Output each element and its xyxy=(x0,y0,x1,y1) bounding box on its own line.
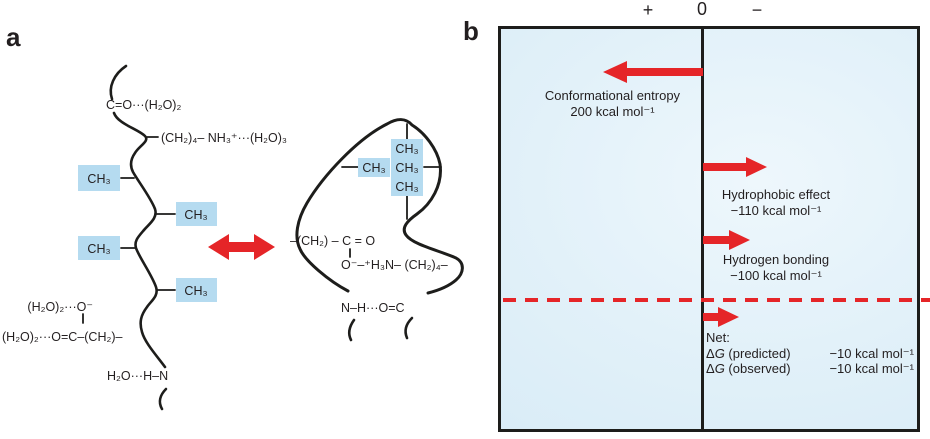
hydrophobic-entry: Hydrophobic effect −110 kcal mol⁻¹ xyxy=(703,187,849,219)
net-observed-value: −10 kcal mol⁻¹ xyxy=(829,361,914,376)
axis-minus-label: − xyxy=(751,0,763,20)
panel-a-label: a xyxy=(6,22,21,52)
methyl-highlight xyxy=(78,236,120,260)
net-entry: Net: ΔG (predicted) −10 kcal mol⁻¹ ΔG (o… xyxy=(706,330,914,377)
net-title: Net: xyxy=(706,330,730,345)
carbonyl-hydration-label: C=O···(H₂O)₂ xyxy=(106,98,181,112)
methyl-label: CH₃ xyxy=(395,161,418,175)
carboxylate-o-label: (H₂O)₂···O⁻ xyxy=(27,300,93,314)
blob-end-arc-left xyxy=(348,318,356,342)
folded-outline xyxy=(295,118,464,295)
carboxylate-chain-label: (H₂O)₂···O=C–(CH₂)– xyxy=(2,330,123,344)
methyl-highlight xyxy=(358,158,390,177)
methyl-highlight xyxy=(391,177,423,196)
chain-top-arc xyxy=(109,64,128,101)
entropy-arrow-head-icon xyxy=(603,61,627,83)
net-predicted-label: ΔG (predicted) xyxy=(706,345,791,361)
panel-a-illustration: C=O···(H₂O)₂ (CH₂)₄– NH₃⁺···(H₂O)₃ CH₃ C… xyxy=(2,64,464,411)
hydrophobic-name: Hydrophobic effect xyxy=(721,187,831,202)
hbond-arrow-shaft xyxy=(703,236,730,244)
methyl-label: CH₃ xyxy=(395,142,418,156)
amide-hydration-label: H₂O···H–N xyxy=(107,369,168,383)
lysine-hydration-label: (CH₂)₄– NH₃⁺···(H₂O)₃ xyxy=(161,131,287,145)
entropy-arrow-shaft xyxy=(626,68,703,76)
axis-plus-label: + xyxy=(642,0,654,20)
entropy-value: 200 kcal mol⁻¹ xyxy=(570,104,655,119)
hbond-arrow-head-icon xyxy=(729,230,750,250)
chain-bottom-arc xyxy=(158,387,168,411)
methyl-label: CH₃ xyxy=(87,242,110,256)
methyl-label: CH₃ xyxy=(87,172,110,186)
entropy-entry: Conformational entropy 200 kcal mol⁻¹ xyxy=(520,88,705,120)
salt-bridge-bottom-label: O⁻–⁺H₃N– (CH₂)₄– xyxy=(341,258,448,272)
entropy-name: Conformational entropy xyxy=(544,88,681,103)
hydrophobic-value: −110 kcal mol⁻¹ xyxy=(730,203,822,218)
methyl-highlight xyxy=(391,158,423,177)
blob-end-arc-right xyxy=(404,316,414,340)
hbond-name: Hydrogen bonding xyxy=(722,252,830,267)
zero-axis-line xyxy=(701,26,704,432)
hydrogen-bond-label: N–H···O=C xyxy=(341,301,405,315)
equilibrium-double-arrow-icon xyxy=(208,234,275,260)
net-separator-dashed-line xyxy=(503,298,930,302)
salt-bridge-top-label: –(CH₂) – C = O xyxy=(290,234,375,248)
methyl-label: CH₃ xyxy=(184,284,207,298)
methyl-highlight xyxy=(391,139,423,158)
panel-b-label: b xyxy=(463,16,479,46)
net-predicted-row: ΔG (predicted) −10 kcal mol⁻¹ xyxy=(706,346,914,362)
net-arrow-head-icon xyxy=(718,307,739,327)
methyl-highlight xyxy=(78,165,120,191)
net-observed-label: ΔG (observed) xyxy=(706,361,791,376)
methyl-label: CH₃ xyxy=(184,208,207,222)
hydrophobic-arrow-shaft xyxy=(703,163,747,171)
methyl-highlight xyxy=(176,202,217,226)
net-predicted-value: −10 kcal mol⁻¹ xyxy=(829,345,914,361)
net-observed-row: ΔG (observed) −10 kcal mol⁻¹ xyxy=(706,361,914,377)
axis-zero-label: 0 xyxy=(696,0,707,19)
hbond-entry: Hydrogen bonding −100 kcal mol⁻¹ xyxy=(703,252,849,284)
methyl-label: CH₃ xyxy=(395,180,418,194)
unfolded-backbone xyxy=(112,111,167,369)
net-arrow-shaft xyxy=(703,313,719,321)
methyl-highlight xyxy=(176,278,217,302)
methyl-label: CH₃ xyxy=(362,161,385,175)
hbond-value: −100 kcal mol⁻¹ xyxy=(730,268,822,283)
hydrophobic-arrow-head-icon xyxy=(746,157,767,177)
energy-panel-box xyxy=(498,26,920,432)
